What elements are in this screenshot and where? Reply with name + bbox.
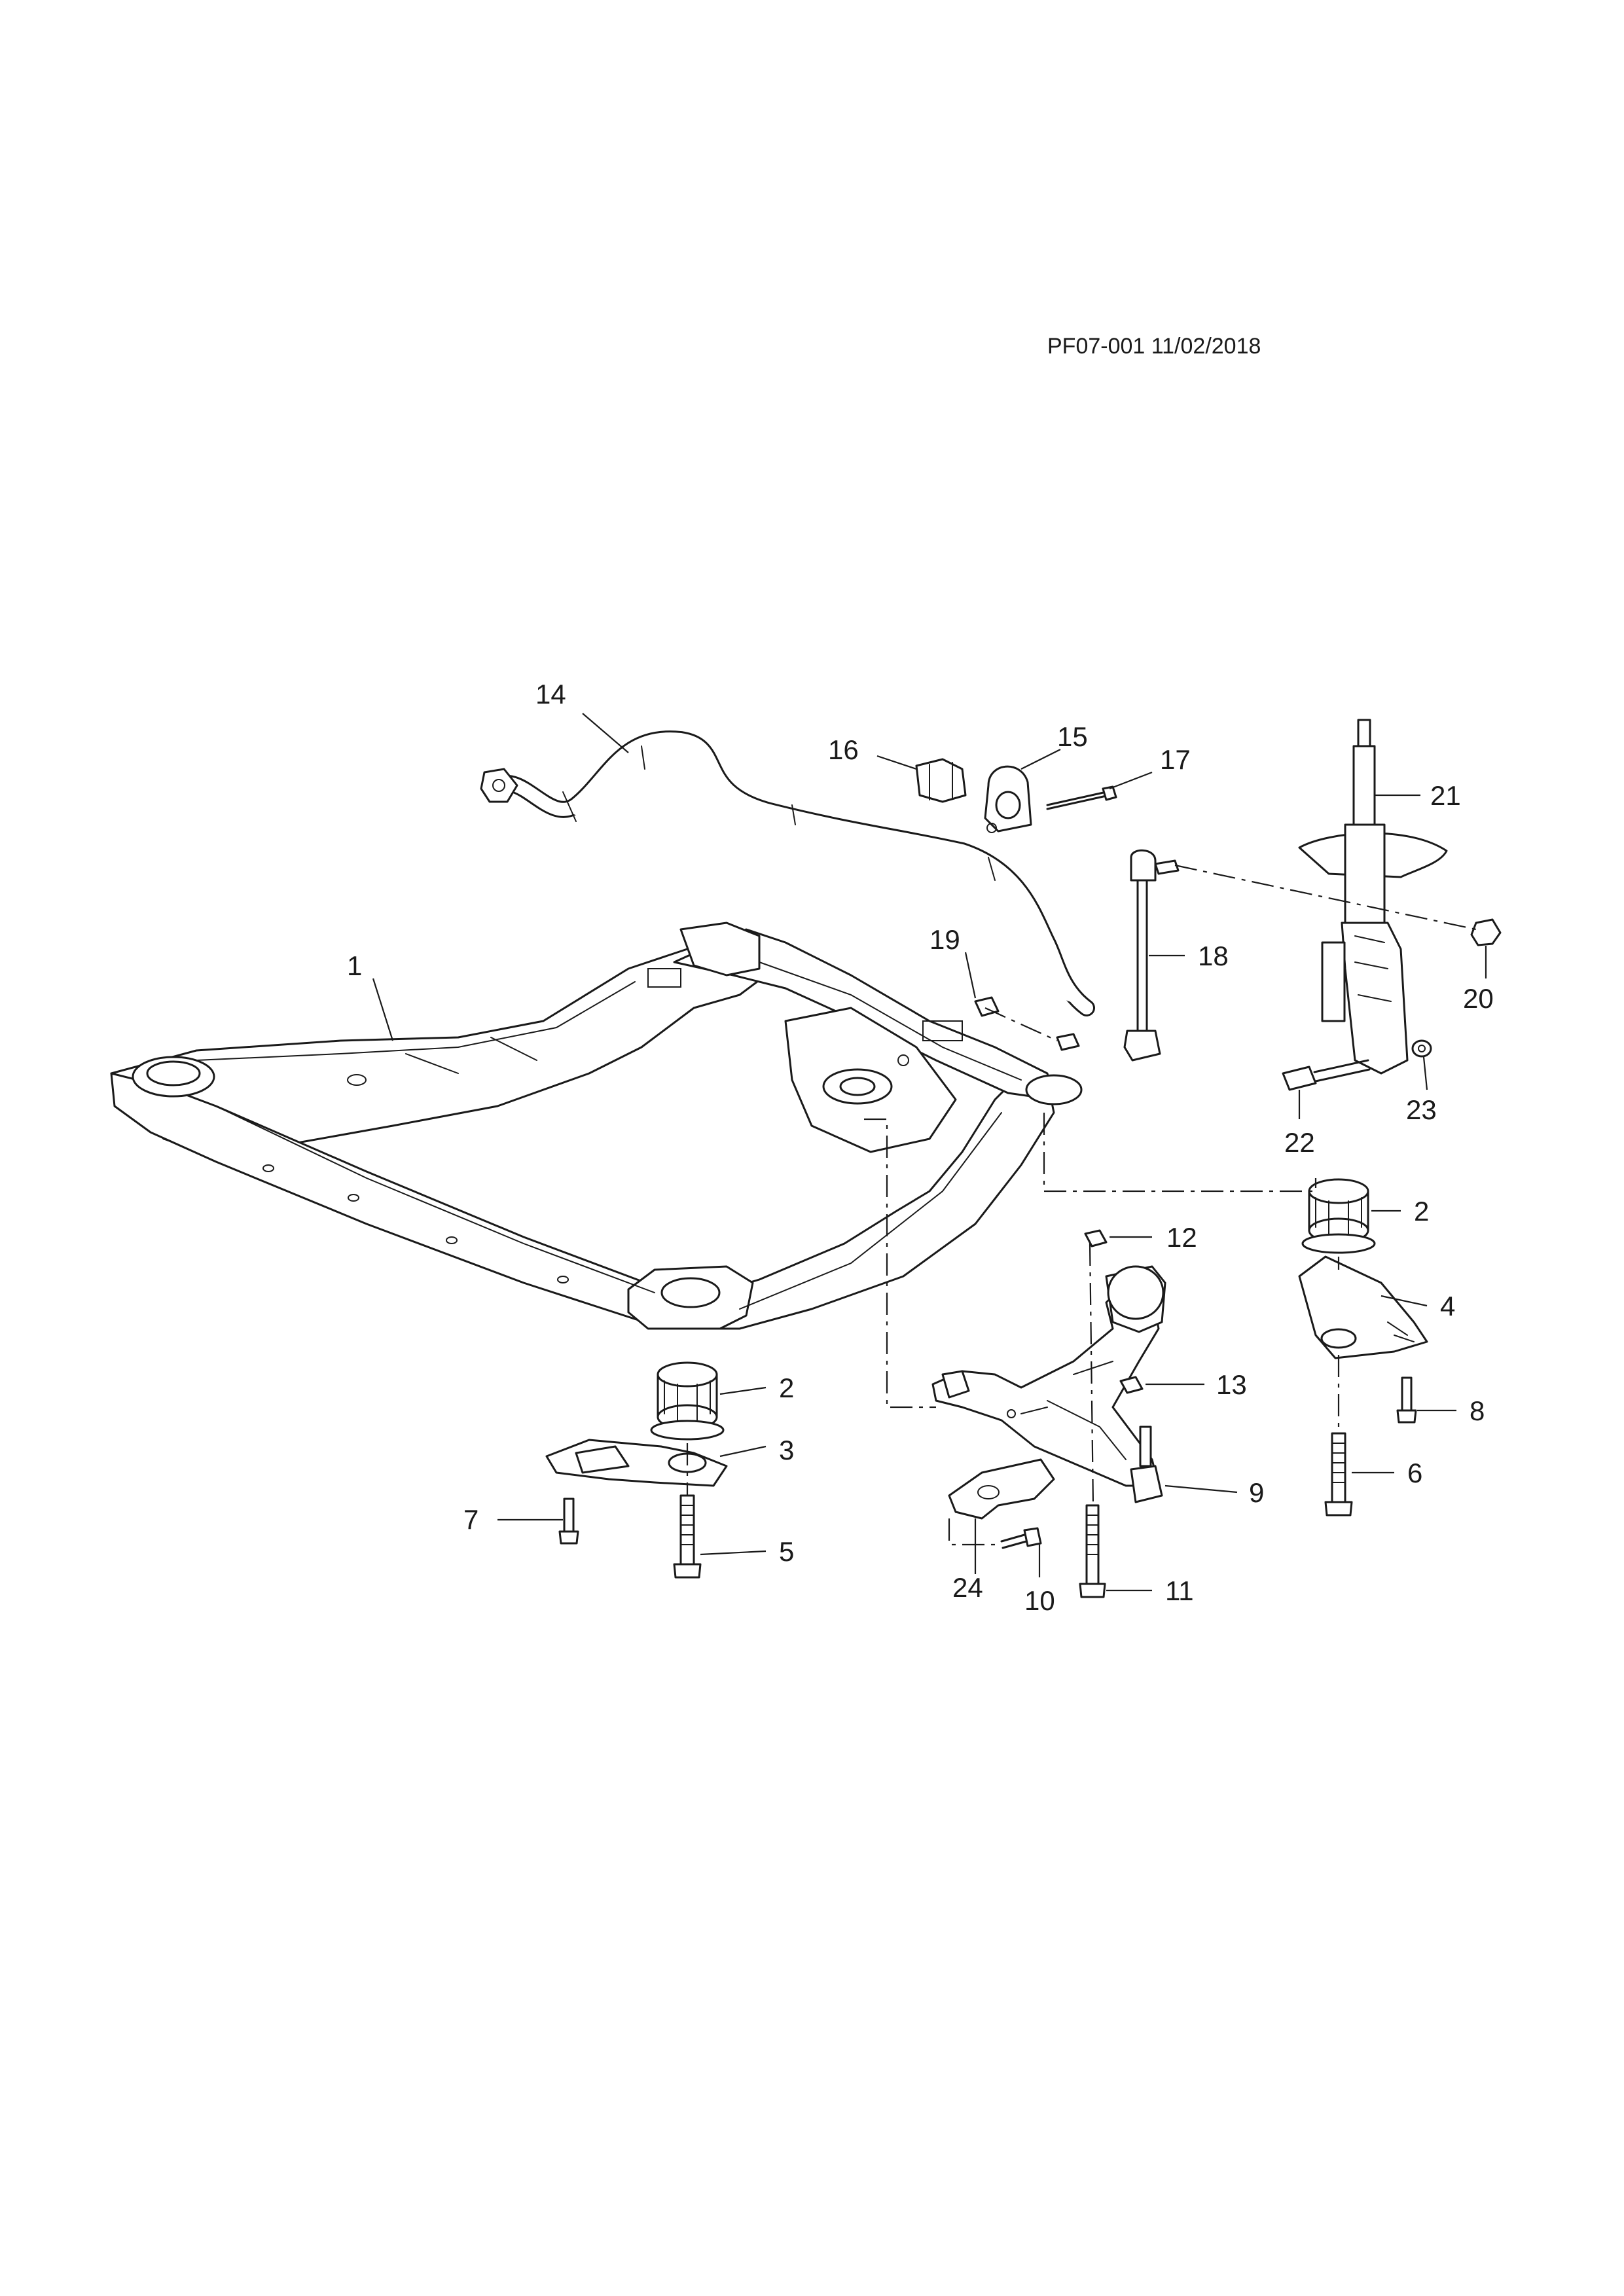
arm-bolt-long xyxy=(1079,1504,1106,1598)
callout-18: 18 xyxy=(1198,941,1229,971)
stabilizer-link xyxy=(1123,849,1180,1062)
callout-16: 16 xyxy=(828,734,859,765)
callout-4: 4 xyxy=(1440,1291,1455,1321)
lower-control-arm xyxy=(931,1265,1166,1503)
strut-bolt xyxy=(1282,1059,1371,1091)
callout-10: 10 xyxy=(1024,1585,1055,1616)
callout-5: 5 xyxy=(779,1536,794,1567)
assembly-center-lines xyxy=(686,864,1477,1546)
callout-22: 22 xyxy=(1284,1127,1315,1158)
bracket-bolt-left xyxy=(558,1498,579,1545)
callout-6: 6 xyxy=(1407,1458,1422,1488)
mount-bushing-left xyxy=(650,1361,725,1441)
mount-bushing-right xyxy=(1301,1178,1376,1254)
bracket-bolt-right xyxy=(1396,1376,1417,1424)
callout-14: 14 xyxy=(535,679,566,709)
callout-19: 19 xyxy=(929,924,960,955)
callout-1: 1 xyxy=(347,950,362,981)
callout-2-left: 2 xyxy=(779,1372,794,1403)
shield-bracket xyxy=(948,1458,1055,1520)
callout-15: 15 xyxy=(1057,721,1088,752)
callout-24: 24 xyxy=(952,1572,983,1603)
mount-bolt-right xyxy=(1324,1432,1353,1516)
strut-nut xyxy=(1470,918,1502,946)
arm-nut-top xyxy=(1084,1229,1108,1247)
stabilizer-clamp xyxy=(984,765,1032,833)
mount-bracket-right xyxy=(1298,1255,1428,1359)
callout-12: 12 xyxy=(1166,1222,1197,1253)
clamp-bolt xyxy=(1046,785,1117,810)
callout-8: 8 xyxy=(1470,1395,1485,1426)
shield-bolt xyxy=(1000,1527,1042,1549)
stabilizer-bushing xyxy=(915,758,967,803)
callout-21: 21 xyxy=(1430,780,1461,811)
link-nut xyxy=(974,996,1080,1051)
callout-3: 3 xyxy=(779,1435,794,1465)
mount-bolt-left xyxy=(673,1494,702,1579)
callout-17: 17 xyxy=(1160,744,1191,775)
strut-assembly xyxy=(1298,719,1448,1075)
callout-20: 20 xyxy=(1463,983,1494,1014)
balljoint-nut xyxy=(1119,1376,1144,1394)
callouts: 1 2 3 5 7 2 4 6 8 9 10 11 12 13 14 15 16 xyxy=(347,679,1494,1616)
callout-7: 7 xyxy=(463,1504,478,1535)
callout-11: 11 xyxy=(1165,1575,1194,1606)
strut-washer xyxy=(1411,1039,1432,1058)
callout-2-right: 2 xyxy=(1414,1196,1429,1227)
callout-13: 13 xyxy=(1216,1369,1247,1400)
drawing-code: PF07-001 11/02/2018 xyxy=(1047,334,1261,359)
callout-23: 23 xyxy=(1406,1094,1437,1125)
stabilizer-bar xyxy=(480,730,1095,1016)
callout-9: 9 xyxy=(1249,1477,1264,1508)
mount-bracket-left xyxy=(545,1439,728,1487)
subframe-crossmember xyxy=(110,922,1083,1330)
